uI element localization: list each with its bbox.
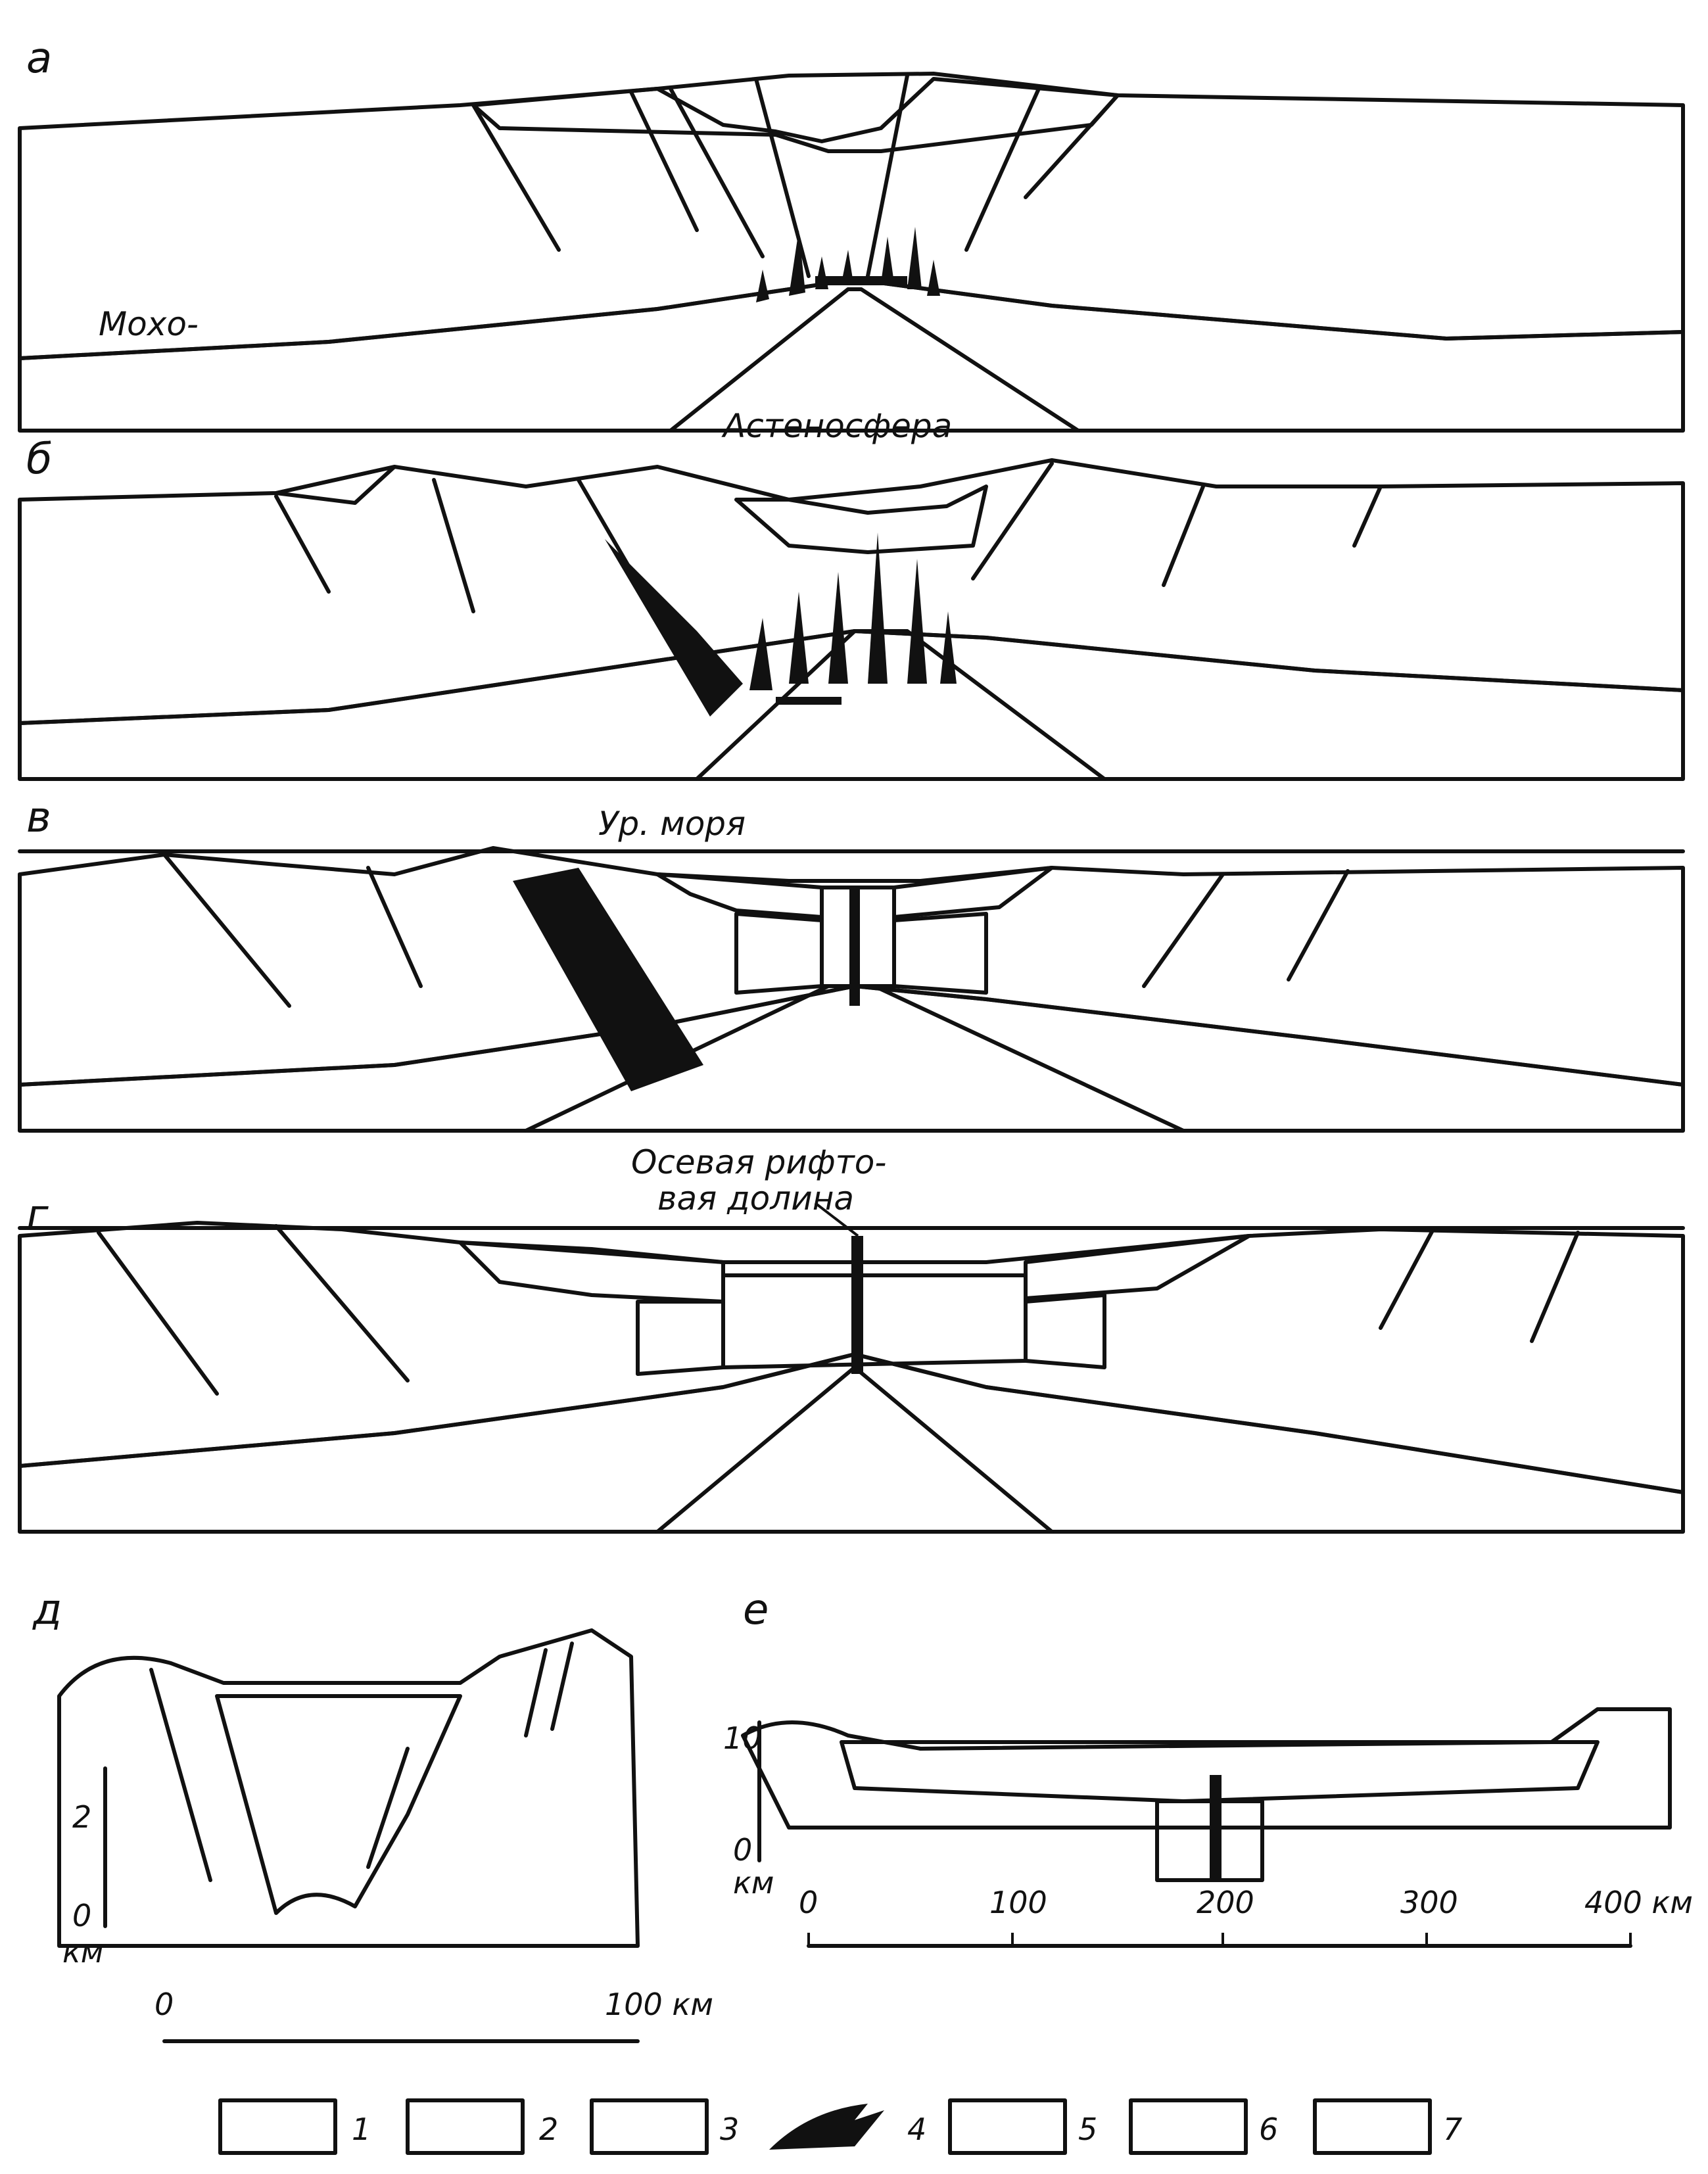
panel-d-scale-start: 0 xyxy=(154,1987,174,2022)
panel-v-intrusion xyxy=(513,868,703,1091)
legend-num-3: 3 xyxy=(720,2112,739,2147)
asthenosphere-label: Астеносфера xyxy=(721,407,952,445)
legend-swatch-1 xyxy=(218,2098,337,2155)
panel-e-depth-unit: км xyxy=(733,1865,774,1901)
panel-d-basin xyxy=(215,1694,462,1915)
panel-g-dense-right xyxy=(1024,1293,1106,1369)
legend-item-2: 2 xyxy=(406,2098,558,2155)
legend-num-5: 5 xyxy=(1078,2112,1097,2147)
panel-a-intrusions xyxy=(756,227,940,302)
panel-v-faults xyxy=(162,853,1350,1008)
legend-num-1: 1 xyxy=(352,2112,371,2147)
panel-d-faults xyxy=(149,1642,574,1882)
legend-item-1: 1 xyxy=(218,2098,371,2155)
panel-e-sediments xyxy=(840,1740,1600,1803)
legend: 1 2 3 4 5 6 7 xyxy=(218,2098,1462,2155)
panel-g-sediments xyxy=(458,1234,1251,1304)
panel-b-sediments xyxy=(734,484,988,554)
panel-v-dense-right xyxy=(892,912,988,995)
panel-d-scale-end: 100 км xyxy=(605,1987,713,2022)
panel-v: в Ур. моря Осевая рифто- вая долина xyxy=(18,793,1685,1237)
legend-num-2: 2 xyxy=(539,2112,558,2147)
panel-v-dense-left xyxy=(734,912,824,995)
legend-item-7: 7 xyxy=(1313,2098,1462,2155)
panel-d: д 2 0 км 0 100 км xyxy=(32,1586,713,2043)
legend-item-5: 5 xyxy=(948,2098,1097,2155)
panel-g-oceanic-crust xyxy=(721,1273,1028,1369)
panel-v-mantle xyxy=(18,984,1685,1133)
legend-item-3: 3 xyxy=(590,2098,739,2155)
panel-b-mantle xyxy=(18,629,1685,781)
legend-num-6: 6 xyxy=(1259,2112,1278,2147)
panel-e-scale-300: 300 xyxy=(1400,1885,1458,1920)
legend-item-6: 6 xyxy=(1129,2098,1278,2155)
panel-a-faults xyxy=(471,74,1120,278)
panel-d-tick-2: 2 xyxy=(72,1799,91,1835)
panel-v-label: в xyxy=(26,793,51,842)
panel-g-asthenosphere xyxy=(655,1365,1054,1534)
panel-a-label: а xyxy=(26,34,52,83)
legend-num-4: 4 xyxy=(907,2112,926,2147)
moho-label: Мохо- xyxy=(99,305,199,343)
panel-e-scale-400: 400 км xyxy=(1584,1885,1693,1920)
legend-swatch-4 xyxy=(769,2104,884,2150)
panel-d-crust xyxy=(57,1628,640,1948)
legend-swatch-2 xyxy=(406,2098,525,2155)
panel-a-crust xyxy=(18,72,1685,360)
panel-g-dense-left xyxy=(636,1300,725,1376)
panel-e-scale-0: 0 xyxy=(799,1885,818,1920)
legend-swatch-7 xyxy=(1313,2098,1432,2155)
panel-g: г xyxy=(18,1191,1685,1534)
panel-g-faults xyxy=(97,1224,1580,1396)
legend-num-7: 7 xyxy=(1443,2112,1462,2147)
panel-e-tick-10: 10 xyxy=(723,1720,762,1756)
panel-b: б xyxy=(18,435,1685,781)
panel-d-depth-unit: км xyxy=(62,1934,104,1970)
panel-a-sediments xyxy=(471,77,1120,153)
panel-g-mantle xyxy=(18,1352,1685,1534)
panel-v-sediments xyxy=(655,866,1054,919)
panel-e-crust xyxy=(741,1707,1672,1830)
axial-rift-valley-label-2: вая долина xyxy=(657,1179,854,1217)
panel-e-dyke xyxy=(1210,1775,1222,1880)
panel-e-scale-100: 100 xyxy=(989,1885,1047,1920)
panel-e-scale-ticks xyxy=(807,1933,1632,1946)
panel-e: е 10 0 км 0 100 200 300 400 км xyxy=(723,1586,1693,1948)
legend-swatch-3 xyxy=(590,2098,709,2155)
legend-swatch-6 xyxy=(1129,2098,1248,2155)
axial-rift-valley-label-1: Осевая рифто- xyxy=(631,1143,886,1181)
panel-a: а Мохо- Астеносфера xyxy=(18,34,1685,445)
panel-a-asthenosphere xyxy=(669,287,1080,433)
panel-e-tick-0: 0 xyxy=(733,1832,752,1868)
panel-e-dense xyxy=(1155,1799,1264,1882)
panel-g-dyke xyxy=(851,1236,863,1374)
panel-v-dyke xyxy=(849,887,860,1006)
legend-swatch-5 xyxy=(948,2098,1067,2155)
rift-valley-pointer xyxy=(814,1202,859,1237)
sea-level-label: Ур. моря xyxy=(598,805,746,843)
panel-b-intrusions xyxy=(605,532,957,717)
panel-e-scale-200: 200 xyxy=(1197,1885,1254,1920)
panel-g-label: г xyxy=(26,1191,49,1240)
panel-e-label: е xyxy=(743,1586,769,1634)
panel-b-sediments-edge xyxy=(274,465,396,505)
panel-b-crust xyxy=(18,458,1685,725)
legend-item-4: 4 xyxy=(769,2104,926,2150)
panel-d-tick-0: 0 xyxy=(72,1898,91,1933)
panel-d-label: д xyxy=(32,1586,62,1634)
panel-b-label: б xyxy=(26,435,52,484)
